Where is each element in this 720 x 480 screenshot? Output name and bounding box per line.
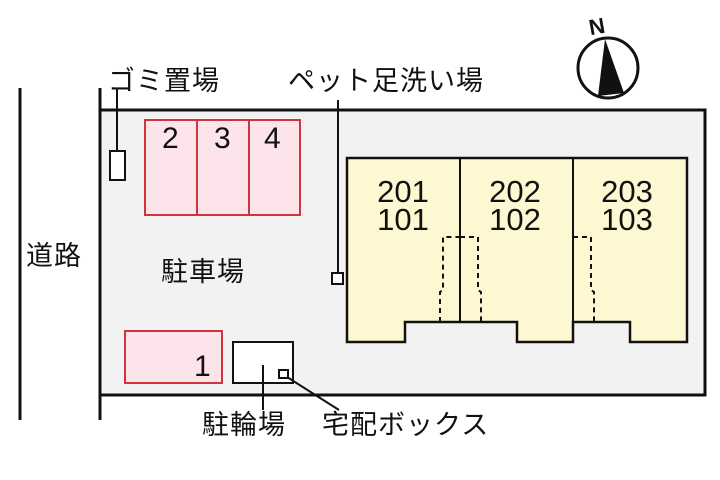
parking-space-1: 1 xyxy=(194,350,211,383)
pet-wash-marker xyxy=(331,272,344,285)
unit-lower-number: 101 xyxy=(377,202,429,237)
north-compass-icon xyxy=(576,36,640,100)
unit-lower-number: 103 xyxy=(601,202,653,237)
unit-lower-number: 102 xyxy=(489,202,541,237)
garbage-area-label: ゴミ置場 xyxy=(108,66,220,97)
road-label: 道路 xyxy=(26,241,82,272)
pet-wash-label: ペット足洗い場 xyxy=(288,66,484,97)
parking-space-4: 4 xyxy=(264,122,281,155)
delivery-box-leader-line xyxy=(286,376,340,411)
parking-space-2: 2 xyxy=(162,122,179,155)
parking-space-3: 3 xyxy=(214,122,231,155)
delivery-box-label: 宅配ボックス xyxy=(322,410,490,441)
unit-203-103: 203 103 xyxy=(572,174,682,237)
unit-upper-number: 202 xyxy=(489,174,541,209)
unit-201-101: 201 101 xyxy=(348,174,458,237)
parking-space-1-box xyxy=(124,330,223,384)
delivery-box-marker xyxy=(278,369,289,379)
apartment-building xyxy=(345,156,689,344)
bicycle-parking-label: 駐輪場 xyxy=(202,410,286,441)
parking-lot-label: 駐車場 xyxy=(161,257,245,288)
garbage-area-box xyxy=(109,150,126,181)
parking-block-2-4 xyxy=(144,119,301,216)
unit-upper-number: 203 xyxy=(601,174,653,209)
unit-202-102: 202 102 xyxy=(460,174,570,237)
stair-dashed-lines xyxy=(439,236,595,322)
unit-upper-number: 201 xyxy=(377,174,429,209)
